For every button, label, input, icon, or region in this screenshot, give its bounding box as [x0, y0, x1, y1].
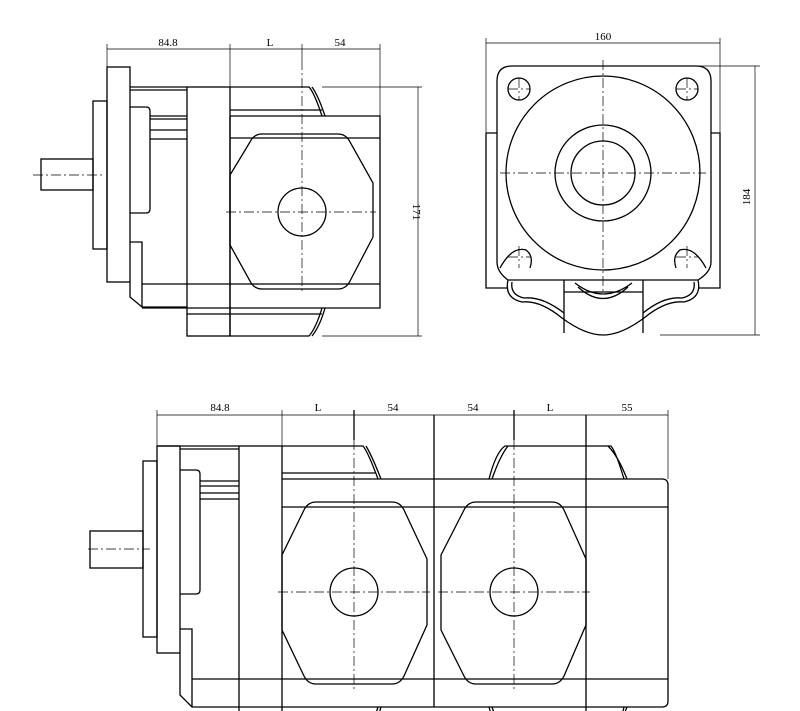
side-body-outline: [40, 66, 381, 337]
dim-end-label: 55: [622, 402, 634, 414]
port-flange-1: [281, 501, 428, 685]
dim-height-label: 171: [410, 204, 422, 221]
side-centerlines: [33, 60, 376, 292]
flange-plate: [156, 445, 181, 654]
port-housing: [506, 279, 700, 336]
front-centerlines: [500, 60, 706, 292]
side-view: 84.8 L 54 171: [33, 37, 422, 337]
tandem-body-outline: [89, 415, 669, 711]
front-view: 160 184: [485, 31, 760, 336]
dim-length2-label: L: [547, 402, 554, 414]
dim-half1-label: 54: [388, 402, 400, 414]
dim-width-label: 160: [595, 31, 612, 43]
dim-height-label: 184: [741, 188, 753, 205]
bolt-slot: [499, 248, 707, 269]
dim-half2-label: 54: [468, 402, 480, 414]
side-dimension-lines: [106, 44, 422, 337]
shaft: [40, 158, 94, 191]
tandem-dimension-lines: [156, 410, 669, 711]
port-flange-2: [440, 501, 587, 685]
dim-length-label: L: [267, 37, 274, 49]
flange-plate: [106, 66, 131, 283]
tandem-view: 84.8 L 54 54 L 55: [88, 402, 669, 711]
dim-half-label: 54: [335, 37, 347, 49]
dim-length1-label: L: [315, 402, 322, 414]
tandem-centerlines: [88, 410, 590, 690]
dim-flange-label: 84.8: [210, 402, 230, 414]
front-dimension-lines: [485, 38, 760, 336]
shaft: [89, 530, 144, 569]
dim-flange-label: 84.8: [158, 37, 178, 49]
port-flange: [229, 133, 374, 290]
